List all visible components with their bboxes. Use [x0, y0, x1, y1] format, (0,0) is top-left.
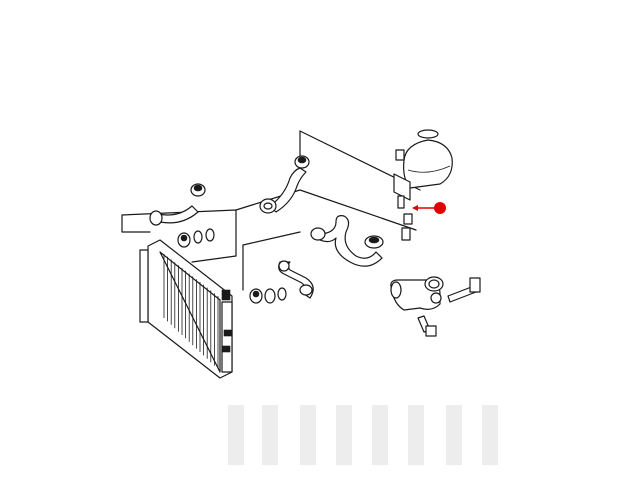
bolts — [417, 277, 481, 337]
watermark — [228, 405, 498, 465]
highlight-marker[interactable] — [412, 202, 446, 214]
clamp-rings-left — [177, 228, 215, 248]
upper-hose — [259, 155, 310, 214]
expansion-tank — [393, 129, 453, 241]
middle-hose — [310, 215, 384, 267]
radiator — [139, 239, 233, 379]
radiator-fins — [163, 254, 219, 369]
lower-hose — [278, 260, 314, 299]
lower-left-hose — [149, 183, 206, 226]
thermostat-housing — [390, 276, 444, 311]
clamp-rings-right — [249, 287, 287, 304]
